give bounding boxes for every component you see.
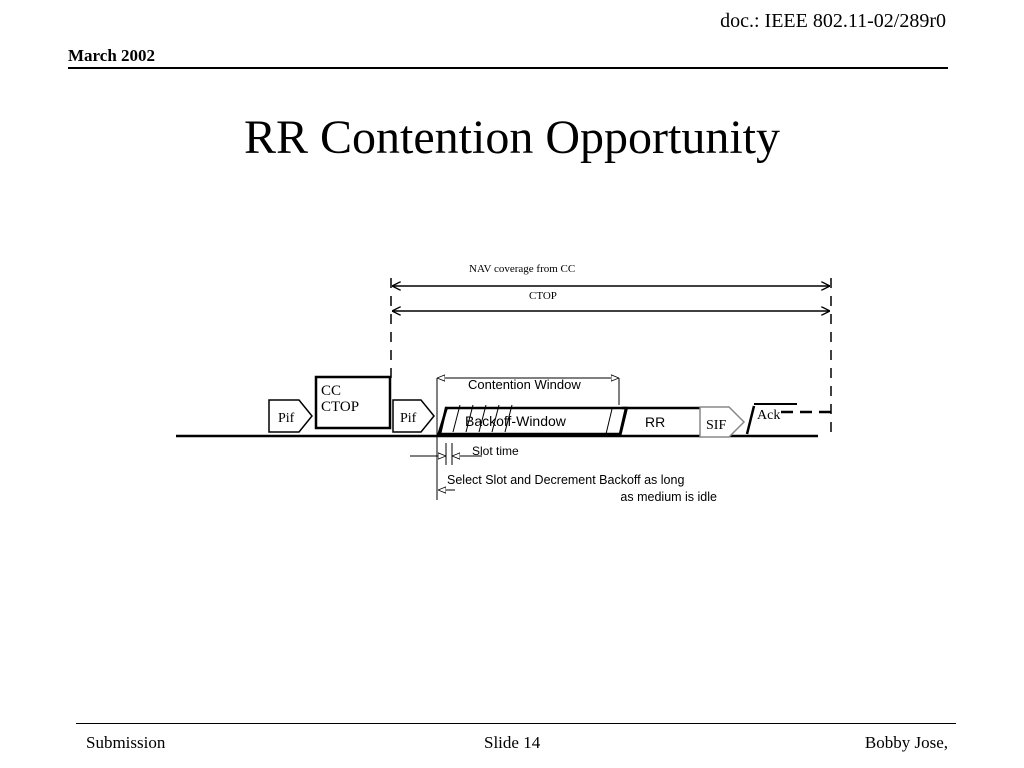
select-slot-label-line2: as medium is idle: [620, 490, 717, 504]
ack-slash: [745, 405, 756, 435]
slot-tick: [491, 404, 500, 433]
ack-label: Ack: [757, 408, 780, 423]
slide-title: RR Contention Opportunity: [243, 111, 780, 164]
footer-author: Bobby Jose,: [864, 733, 948, 752]
header-rule: [68, 67, 948, 69]
backoff-window-label: Backoff-Window: [465, 413, 567, 429]
pif-label-1: Pif: [278, 411, 295, 426]
pif-label-2: Pif: [400, 411, 417, 426]
slot-tick: [465, 404, 474, 433]
footer-slide-number: Slide 14: [484, 733, 541, 752]
cc-ctop-label-line2: CTOP: [321, 399, 359, 415]
footer-rule: [76, 723, 956, 724]
sif-label: SIF: [706, 418, 726, 433]
backoff-slash-left: [436, 406, 449, 437]
footer-submission: Submission: [86, 733, 166, 752]
document-date: March 2002: [68, 46, 156, 65]
slot-tick: [452, 404, 461, 433]
rr-label: RR: [645, 414, 665, 430]
backoff-slash-mid: [605, 408, 613, 435]
nav-coverage-label: NAV coverage from CC: [469, 263, 575, 275]
cc-ctop-label-line1: CC: [321, 383, 341, 399]
slot-time-label: Slot time: [472, 444, 519, 458]
slot-tick: [478, 404, 487, 433]
pif-frame-1: [268, 399, 313, 433]
sif-frame: [699, 406, 746, 438]
cc-ctop-frame: [314, 375, 392, 430]
ctop-label: CTOP: [529, 290, 557, 302]
pif-frame-2: [392, 399, 435, 433]
contention-window-label: Contention Window: [468, 377, 581, 392]
document-id: doc.: IEEE 802.11-02/289r0: [720, 10, 946, 32]
select-slot-label-line1: Select Slot and Decrement Backoff as lon…: [447, 473, 684, 487]
slot-tick: [504, 404, 513, 433]
rr-slash: [618, 406, 629, 437]
